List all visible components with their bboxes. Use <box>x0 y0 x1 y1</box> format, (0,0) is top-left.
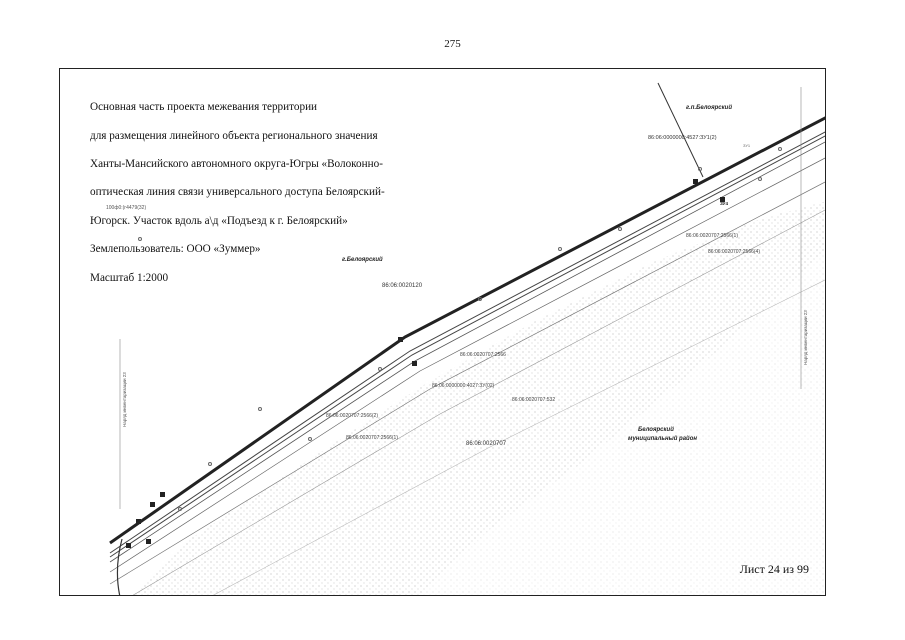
title-line: для размещения линейного объекта региона… <box>90 129 378 142</box>
road-edge-line-6 <box>132 209 825 595</box>
leader-line-top <box>657 82 704 178</box>
survey-point <box>618 227 622 231</box>
place-label-main: г.Белоярский <box>342 256 383 263</box>
title-line: Югорск. Участок вдоль а\д «Подъезд к г. … <box>90 214 348 227</box>
road-edge-line-7 <box>213 279 825 595</box>
parcel-label-g: 86:06:0020707:532 <box>512 397 555 403</box>
district-label-line1: Белоярский <box>638 426 674 433</box>
page-number: 275 <box>444 38 461 50</box>
sheet-number-label: Лист 24 из 99 <box>739 562 809 576</box>
survey-point <box>138 237 142 241</box>
parcel-label-e: 86:06:0020707:2566(2) <box>326 413 378 419</box>
survey-point <box>478 297 482 301</box>
parcel-label-top: 86:06:0000000:4527:ЗУ1(2) <box>648 135 717 141</box>
marker-square <box>412 361 417 366</box>
parcel-label-b: 86:06:0020707:2566(4) <box>708 249 760 255</box>
road-edge-line-4 <box>109 157 825 573</box>
survey-point <box>258 407 262 411</box>
survey-point <box>758 177 762 181</box>
marker-square <box>160 492 165 497</box>
survey-point <box>208 462 212 466</box>
arc-boundary <box>116 538 123 595</box>
survey-point <box>308 437 312 441</box>
vertical-label-left: Наряд инвентаризации 23 <box>122 372 127 427</box>
parcel-label-f: 86:06:0020707:2566(1) <box>346 435 398 441</box>
marker-square <box>398 337 403 342</box>
marker-square <box>136 519 141 524</box>
parcel-label-c: 86:06:0020707:2566 <box>460 352 506 358</box>
cadastral-map: г.Белоярский г.п.Белоярский Белоярский м… <box>106 82 825 595</box>
marker-square <box>150 502 155 507</box>
title-line: Ханты-Мансийского автономного округа-Югр… <box>90 158 383 171</box>
parcel-label-d: 86:06:0000000:4027:ЗУ(02) <box>432 383 495 389</box>
parcel-label-upper-left: 100ф0:(г4479(32) <box>106 205 146 211</box>
survey-point <box>698 167 702 171</box>
parcel-label-a: 86:06:0020707:2566(1) <box>686 233 738 239</box>
scale-line: Масштаб 1:2000 <box>90 271 169 284</box>
marker-square <box>693 179 698 184</box>
road-edge-line-1 <box>109 131 825 554</box>
marker-label-mid: ЗУ1 <box>743 143 751 148</box>
marker-square <box>146 539 151 544</box>
district-label-line2: муниципальный район <box>628 435 697 442</box>
road-edge-line-2 <box>109 135 825 558</box>
title-block: Основная часть проекта межевания террито… <box>90 86 410 299</box>
main-road-line <box>109 116 825 545</box>
title-line: Основная часть проекта межевания террито… <box>90 101 318 114</box>
marker-label-top: ЗУ4 <box>720 201 728 206</box>
parcel-label-main: 86:06:0020120 <box>382 283 423 289</box>
survey-point <box>378 367 382 371</box>
marker-square <box>720 197 725 202</box>
place-label-top: г.п.Белоярский <box>686 104 732 111</box>
road-edge-line-5 <box>109 181 825 585</box>
vertical-label-right: Наряд инвентаризации 23 <box>803 310 808 365</box>
white-inner-zone <box>422 251 825 595</box>
parcel-label-lower: 86:06:0020707 <box>466 441 507 447</box>
marker-square <box>126 543 131 548</box>
title-line: оптическая линия связи универсального до… <box>90 186 385 199</box>
map-sheet-frame: г.Белоярский г.п.Белоярский Белоярский м… <box>59 68 826 596</box>
survey-point <box>778 147 782 151</box>
survey-point <box>558 247 562 251</box>
land-user-line: Землепользователь: ООО «Зуммер» <box>90 243 261 256</box>
survey-point <box>178 507 182 511</box>
